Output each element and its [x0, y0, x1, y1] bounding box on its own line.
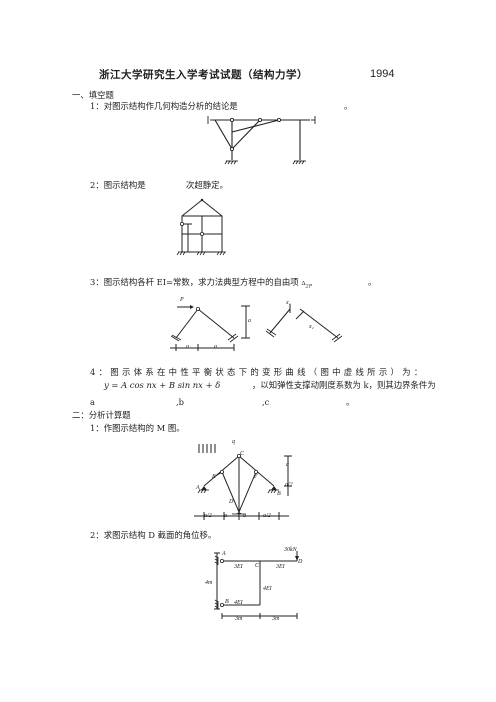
x1-label: x₁ — [286, 300, 291, 306]
question-3-text: 3：图示结构各杆 EI=常数，求力法典型方程中的自由项 — [90, 277, 299, 287]
question-4-line-2: ，以知弹性支撑动刚度系数为 k，则其边界条件为 — [252, 380, 436, 390]
width-3m-label-2: 3m — [272, 616, 280, 622]
problem-2: 2：求图示结构 D 截面的角位移。 — [90, 530, 217, 540]
question-3-end: 。 — [368, 277, 377, 287]
question-1-end: 。 — [344, 101, 353, 111]
ei-label-3: 4EI — [263, 586, 272, 592]
question-2-post: 次超静定。 — [186, 180, 228, 190]
node-a-label-2: A — [222, 551, 226, 557]
figure-3-frame — [170, 304, 343, 351]
height-4m-label: 4m — [205, 580, 213, 586]
width-3m-label-1: 3m — [235, 616, 243, 622]
figure-1-frame — [207, 116, 316, 165]
section-2-heading: 二：分析计算题 — [72, 410, 131, 420]
width-a-label-1: a — [186, 344, 189, 350]
load-p-label: P — [180, 297, 184, 303]
dim-bottom-1: a/2 — [204, 513, 212, 519]
figure-5-frame — [194, 444, 292, 520]
section-1-heading: 一、填空题 — [72, 90, 114, 100]
node-d-label: D — [229, 499, 234, 505]
node-c-label-2: C — [255, 563, 260, 569]
node-e-label: E — [212, 474, 216, 480]
height-a-label: a — [248, 318, 251, 324]
ei-label-1: 3EI — [234, 564, 243, 570]
node-d-label-2: D — [298, 559, 303, 565]
dim-a-right: a — [286, 462, 289, 468]
exam-year: 1994 — [370, 68, 395, 80]
ei-label-4: 4EI — [234, 600, 243, 606]
dim-bottom-3: a — [243, 513, 246, 519]
width-a-label-2: a — [214, 344, 217, 350]
question-1: 1：对图示结构作几何构造分析的结论是 — [90, 101, 238, 111]
dim-bottom-2: a — [224, 513, 227, 519]
condition-b: ,b — [176, 397, 185, 407]
question-4-end: 。 — [346, 397, 355, 407]
node-c-label: C — [240, 451, 245, 457]
problem-1: 1：作图示结构的 M 图。 — [90, 423, 185, 433]
node-b-label-2: B — [225, 599, 229, 605]
delta-symbol: Δ — [301, 280, 306, 287]
dim-a2-right: a/2 — [285, 482, 293, 488]
question-4-line-1: 4：图示体系在中性平衡状态下的变形曲线（图中虚线所示）为： — [90, 367, 426, 377]
delta-subscript: 2P — [305, 283, 313, 290]
node-f-label: F — [254, 474, 258, 480]
x2-label: x₂ — [309, 324, 314, 330]
dim-bottom-4: a/2 — [263, 513, 271, 519]
condition-a: a — [90, 397, 95, 407]
load-q-label: q — [232, 439, 235, 445]
node-b-label: B — [277, 491, 281, 497]
question-2-pre: 2：图示结构是 — [90, 180, 146, 190]
node-a-label: A — [196, 485, 200, 491]
figure-2-frame — [176, 198, 226, 256]
question-4-formula: y = A cos nx + B sin nx + δ — [104, 380, 221, 390]
ei-label-2: 3EI — [276, 564, 285, 570]
figure-6-frame — [214, 551, 299, 619]
exam-title: 浙江大学研究生入学考试试题（结构力学） — [99, 69, 308, 81]
load-30kn-label: 30kN — [284, 547, 297, 553]
condition-c: ,c — [262, 397, 270, 407]
question-3: 3：图示结构各杆 EI=常数，求力法典型方程中的自由项 Δ2P — [90, 277, 312, 292]
